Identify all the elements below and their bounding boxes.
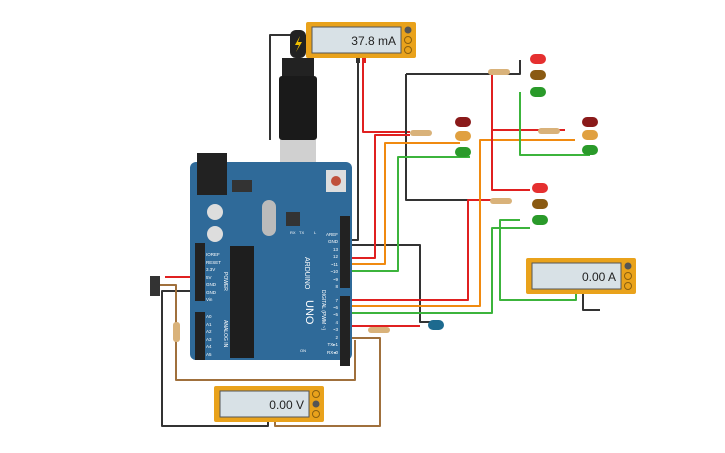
led-red-3 xyxy=(582,117,598,127)
wire-pin12 xyxy=(344,134,410,259)
led-green-1 xyxy=(530,87,546,97)
svg-text:2: 2 xyxy=(335,335,338,340)
multimeter-bottom[interactable]: 0.00 V xyxy=(214,386,324,422)
led-orange-2 xyxy=(455,131,471,141)
led-red-4 xyxy=(532,183,548,193)
meter-reading: 0.00 A xyxy=(582,270,616,284)
resistors[interactable] xyxy=(173,69,560,342)
lightning-icon xyxy=(295,36,302,52)
wire-pin2 xyxy=(274,337,381,427)
svg-text:~5: ~5 xyxy=(333,312,339,317)
mode-v-dial[interactable] xyxy=(404,36,412,44)
led-blue xyxy=(428,320,444,330)
led-brown-4 xyxy=(532,199,548,209)
led-red-1 xyxy=(530,54,546,64)
meter-reading: 37.8 mA xyxy=(351,34,396,48)
svg-text:A3: A3 xyxy=(206,337,212,342)
led-green-3 xyxy=(582,145,598,155)
wire-pin10 xyxy=(344,156,470,272)
led-red-2 xyxy=(455,117,471,127)
mode-v-dial[interactable] xyxy=(624,272,632,280)
led-orange-3 xyxy=(582,130,598,140)
rx-label: RX xyxy=(290,230,296,235)
power-pin-labels: IOREF RESET 3.3V 5V GND GND Vin xyxy=(206,252,221,302)
wire-green-a xyxy=(519,92,590,156)
led-brown-1 xyxy=(530,70,546,80)
power-header-title: POWER xyxy=(222,272,228,291)
svg-text:~3: ~3 xyxy=(333,327,339,332)
model-label: UNO xyxy=(303,300,315,325)
svg-text:4: 4 xyxy=(335,320,338,325)
reset-button[interactable] xyxy=(331,176,341,186)
svg-text:A2: A2 xyxy=(206,329,212,334)
svg-text:Vin: Vin xyxy=(206,297,213,302)
svg-text:~11: ~11 xyxy=(331,262,339,267)
svg-text:5V: 5V xyxy=(206,275,212,280)
svg-text:GND: GND xyxy=(206,282,217,287)
svg-text:RX◂0: RX◂0 xyxy=(327,350,339,355)
tx-label: TX xyxy=(299,230,304,235)
svg-text:13: 13 xyxy=(333,247,339,252)
meter-reading: 0.00 V xyxy=(269,398,304,412)
analog-header-title: ANALOG IN xyxy=(222,320,228,348)
wire-gnd-switch xyxy=(161,290,269,427)
multimeter-right[interactable]: 0.00 A xyxy=(526,258,636,294)
svg-text:IOREF: IOREF xyxy=(206,252,220,257)
mode-a-dial[interactable] xyxy=(404,26,412,34)
analog-pin-labels: A0 A1 A2 A3 A4 A5 xyxy=(206,314,212,357)
wire-pin11 xyxy=(344,142,460,265)
svg-text:A4: A4 xyxy=(206,344,212,349)
svg-text:8: 8 xyxy=(335,284,338,289)
wire-meter-right-2 xyxy=(582,294,600,311)
wire-switch-brown xyxy=(160,284,356,381)
led-green-4 xyxy=(532,215,548,225)
svg-text:A0: A0 xyxy=(206,314,212,319)
led-green-2 xyxy=(455,147,471,157)
svg-text:RESET: RESET xyxy=(206,260,221,265)
svg-text:12: 12 xyxy=(333,254,339,259)
svg-text:GND: GND xyxy=(206,290,217,295)
wires xyxy=(160,34,600,427)
svg-text:~9: ~9 xyxy=(333,277,339,282)
digital-header-title: DIGITAL (PWM ~) xyxy=(320,290,326,330)
mode-a-dial[interactable] xyxy=(624,262,632,270)
wire-pin6 xyxy=(344,139,575,307)
svg-text:AREF: AREF xyxy=(326,232,338,237)
wire-gnd-blue xyxy=(344,244,430,323)
mode-ohm-dial[interactable] xyxy=(624,282,632,290)
mode-a-dial[interactable] xyxy=(312,390,320,398)
atmega-chip xyxy=(230,246,254,358)
leds[interactable] xyxy=(428,54,598,330)
wire-meter-resistor xyxy=(362,62,410,133)
mode-ohm-dial[interactable] xyxy=(312,410,320,418)
wire-pin5 xyxy=(344,227,530,314)
wire-pin7 xyxy=(344,199,495,301)
svg-text:A5: A5 xyxy=(206,352,212,357)
digital-pin-labels: AREF GND 13 12 ~11 ~10 ~9 8 7 ~6 ~5 4 ~3… xyxy=(326,232,339,355)
on-label: ON xyxy=(300,348,306,353)
mode-ohm-dial[interactable] xyxy=(404,46,412,54)
arduino-uno[interactable]: ARDUINO UNO DIGITAL (PWM ~) POWER ANALOG… xyxy=(190,153,352,366)
svg-text:3.3V: 3.3V xyxy=(206,267,215,272)
wire-gnd-top xyxy=(406,60,521,75)
wire-gnd-group xyxy=(405,74,470,201)
svg-text:7: 7 xyxy=(335,298,338,303)
mode-v-dial[interactable] xyxy=(312,400,320,408)
multimeter-top[interactable]: 37.8 mA xyxy=(306,22,416,63)
l-label: L xyxy=(314,230,317,235)
brand-label: ARDUINO xyxy=(303,257,310,290)
svg-text:GND: GND xyxy=(328,239,339,244)
svg-text:~10: ~10 xyxy=(330,269,338,274)
wire-red-a xyxy=(491,72,530,191)
svg-text:TX▸1: TX▸1 xyxy=(327,342,338,347)
wire-meter-right xyxy=(499,219,577,301)
svg-text:~6: ~6 xyxy=(333,305,339,310)
slide-switch[interactable] xyxy=(150,276,160,296)
svg-text:A1: A1 xyxy=(206,322,212,327)
